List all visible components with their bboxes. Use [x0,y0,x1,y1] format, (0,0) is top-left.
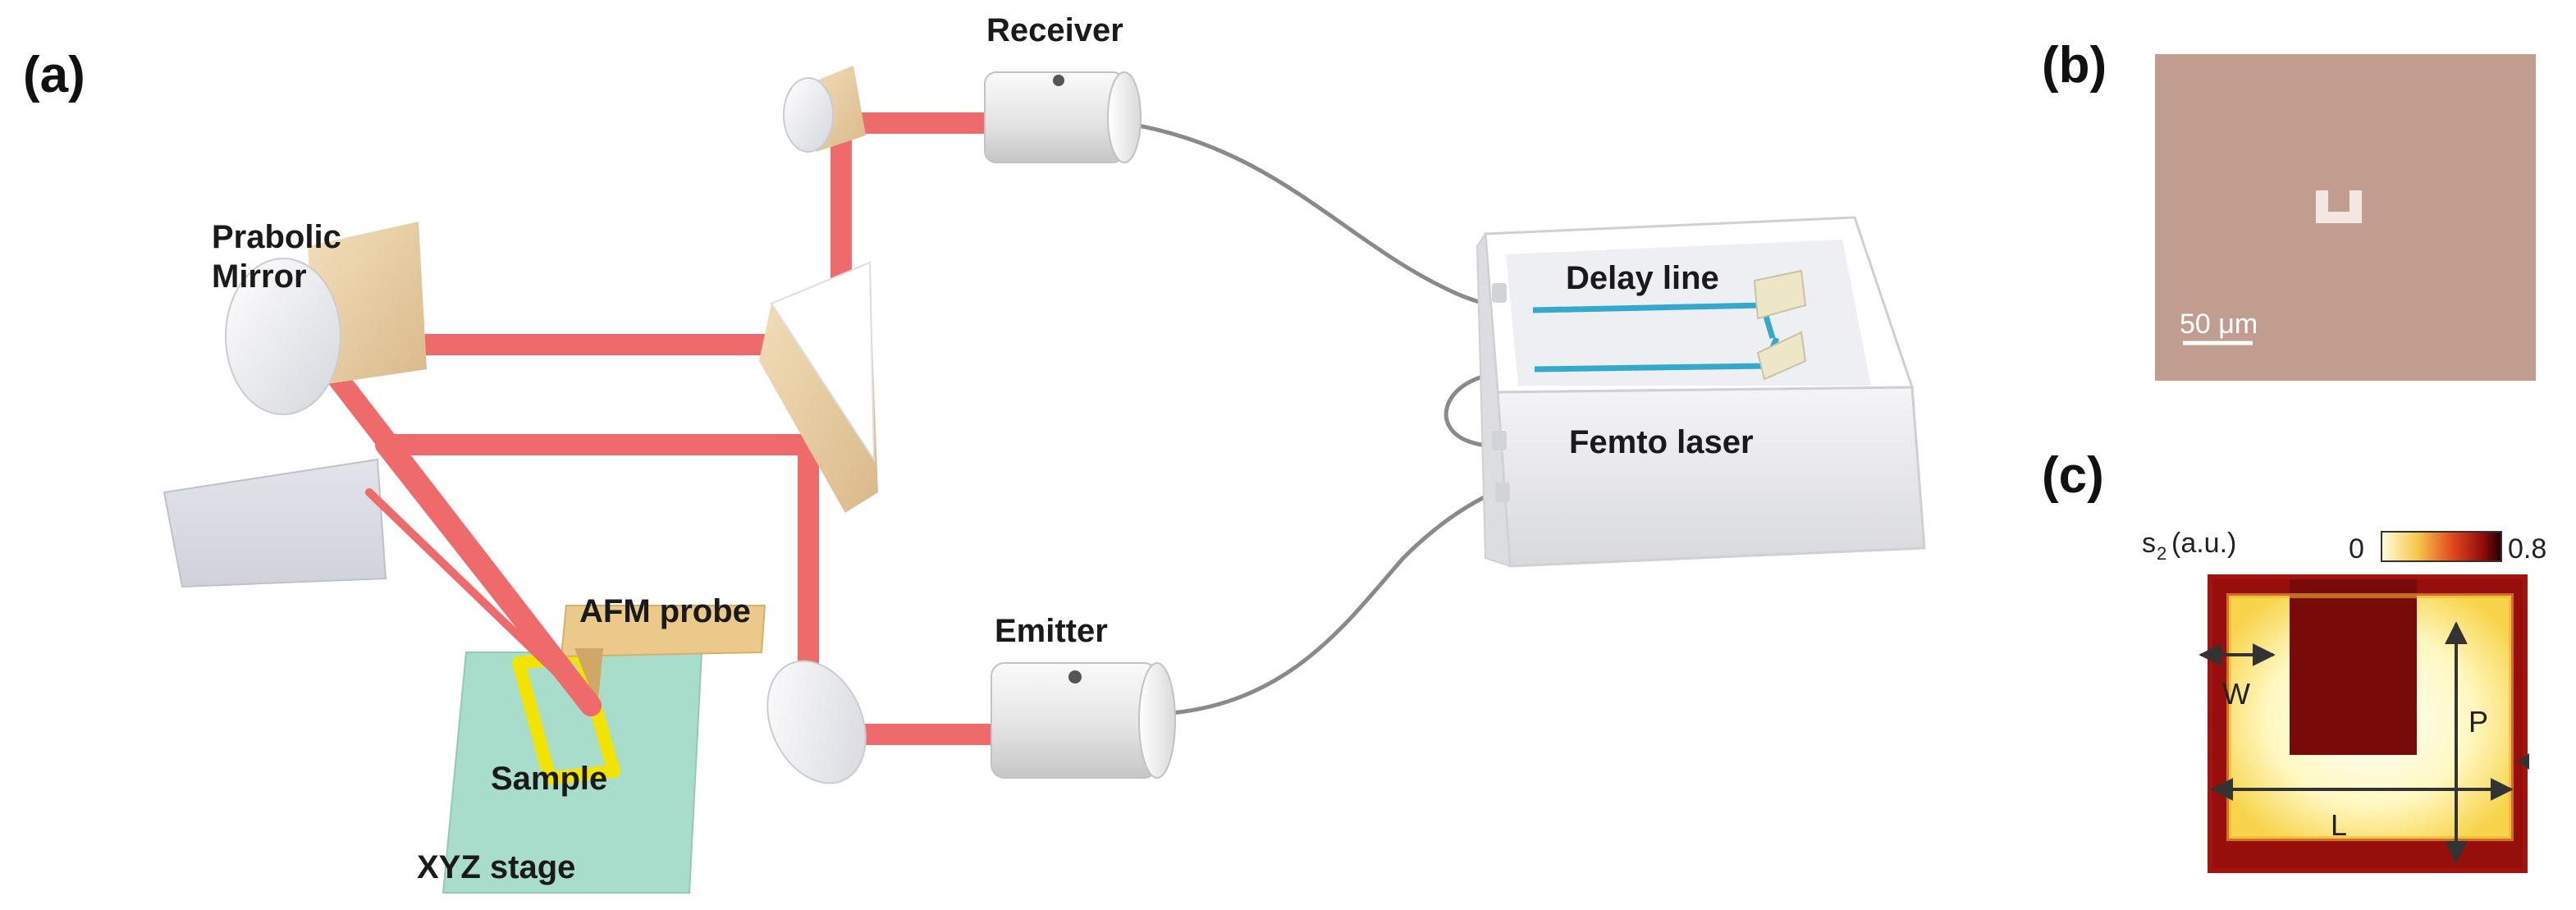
beam-focus-2 [365,488,593,708]
label-receiver: Receiver [986,12,1123,48]
map-quantity-subscript: 2 [2157,543,2166,564]
label-parabolic-mirror-2: Mirror [212,258,307,295]
micrograph-structure [2316,190,2362,223]
receiver-device [984,71,1142,163]
map-gap [2290,579,2417,755]
parabolic-mirror-center [759,261,878,513]
top-steering-mirror [783,66,866,153]
delay-line [1532,269,1807,381]
panel-label-a: (a) [23,47,85,103]
dimension-arrows [2199,621,2514,864]
label-delay-line: Delay line [1566,260,1719,296]
map-quantity-unit: (a.u.) [2171,528,2236,559]
scale-bar-label: 50 μm [2180,309,2258,340]
afm-probe [560,605,766,658]
label-sample: Sample [491,761,607,797]
parabolic-mirror [225,222,427,415]
dimension-label-l: L [2331,808,2347,842]
colorbar-max: 0.8 [2508,533,2546,565]
colorbar-min: 0 [2349,533,2364,565]
colorbar-gradient [2381,531,2502,562]
delay-mirror-2 [1756,331,1807,381]
map-quantity-symbol: s [2142,528,2156,559]
bottom-steering-mirror [766,660,867,784]
panel-label-b: (b) [2042,37,2107,94]
label-emitter: Emitter [995,613,1108,649]
afm-probe-tip [574,648,603,707]
label-xyz-stage: XYZ stage [417,849,575,885]
dimension-label-w: W [2222,677,2250,711]
fibers [1122,121,1504,716]
emitter-device [991,662,1176,779]
label-femto-laser: Femto laser [1569,424,1754,460]
delay-mirror-1 [1753,269,1807,320]
label-parabolic-mirror-1: Prabolic [212,219,341,255]
label-afm-probe: AFM probe [579,593,751,629]
colorbar: 0 0.8 [2349,531,2546,565]
flat-mirror-left [162,458,387,588]
panel-label-c: (c) [2042,447,2104,504]
map-axis-label: s 2 (a.u.) [2142,528,2236,564]
dimension-label-p: P [2468,705,2488,739]
fiber-receiver [1122,121,1492,308]
edge-marker [2518,753,2529,770]
fiber-emitter [1159,490,1496,716]
micrograph: 50 μm [2155,54,2536,381]
beam-focus-1 [382,443,595,710]
